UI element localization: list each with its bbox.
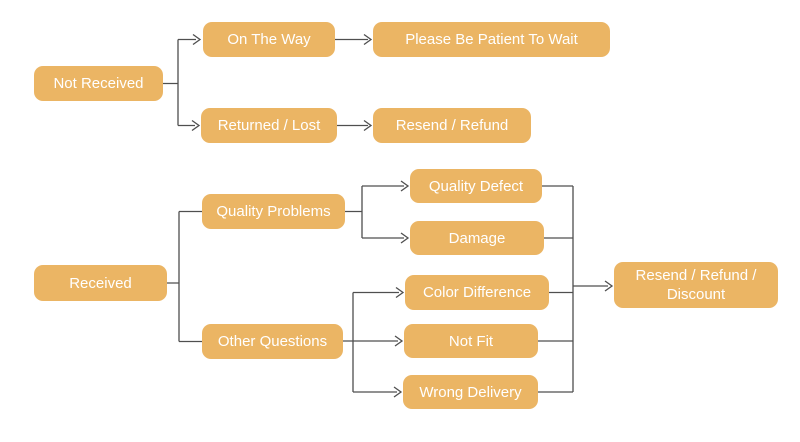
node-not-fit: Not Fit — [404, 324, 538, 358]
arrowhead-icon — [604, 280, 614, 292]
arrowhead-icon — [363, 33, 373, 46]
node-label: Color Difference — [422, 284, 532, 301]
wire-other-questions-branch — [343, 291, 399, 393]
node-wrong-delivery: Wrong Delivery — [403, 375, 538, 409]
node-quality-problems: Quality Problems — [202, 194, 345, 229]
node-label: Not Received — [53, 75, 144, 92]
wire-quality-problems-branch — [345, 185, 404, 239]
node-label: Not Fit — [448, 332, 494, 350]
node-please-be-patient-to-wait: Please Be Patient To Wait — [373, 22, 610, 57]
node-damage: Damage — [410, 221, 544, 255]
node-other-questions: Other Questions — [202, 324, 343, 359]
wire-received-branch — [167, 210, 202, 343]
node-not-received: Not Received — [34, 66, 163, 101]
node-label: Quality Defect — [428, 177, 524, 195]
wire-not-received-branch — [163, 38, 196, 127]
arrowhead-icon — [192, 33, 202, 46]
arrowhead-icon — [191, 119, 201, 132]
node-label: Returned / Lost — [217, 117, 321, 134]
node-resend-refund: Resend / Refund — [373, 108, 531, 143]
node-label: On The Way — [227, 31, 311, 48]
node-label: Quality Problems — [216, 203, 331, 220]
node-resend-refund-discount: Resend / Refund / Discount — [614, 262, 778, 308]
arrowhead-icon — [394, 335, 404, 347]
node-label: Received — [69, 274, 132, 292]
wire-convergence-bus — [538, 185, 608, 393]
arrowhead-icon — [363, 119, 373, 132]
arrowhead-icon — [393, 386, 403, 398]
arrowhead-icon — [400, 180, 410, 192]
node-label: Resend / Refund — [395, 117, 509, 134]
node-returned-lost: Returned / Lost — [201, 108, 337, 143]
node-label: Other Questions — [217, 333, 328, 350]
node-received: Received — [34, 265, 167, 301]
arrowhead-icon — [400, 232, 410, 244]
node-label: Damage — [448, 229, 506, 247]
node-quality-defect: Quality Defect — [410, 169, 542, 203]
node-on-the-way: On The Way — [203, 22, 335, 57]
node-label: Please Be Patient To Wait — [405, 31, 578, 48]
arrowhead-icon — [395, 286, 405, 299]
node-color-difference: Color Difference — [405, 275, 549, 310]
node-label: Wrong Delivery — [419, 383, 522, 401]
node-label: Resend / Refund / Discount — [635, 267, 757, 303]
